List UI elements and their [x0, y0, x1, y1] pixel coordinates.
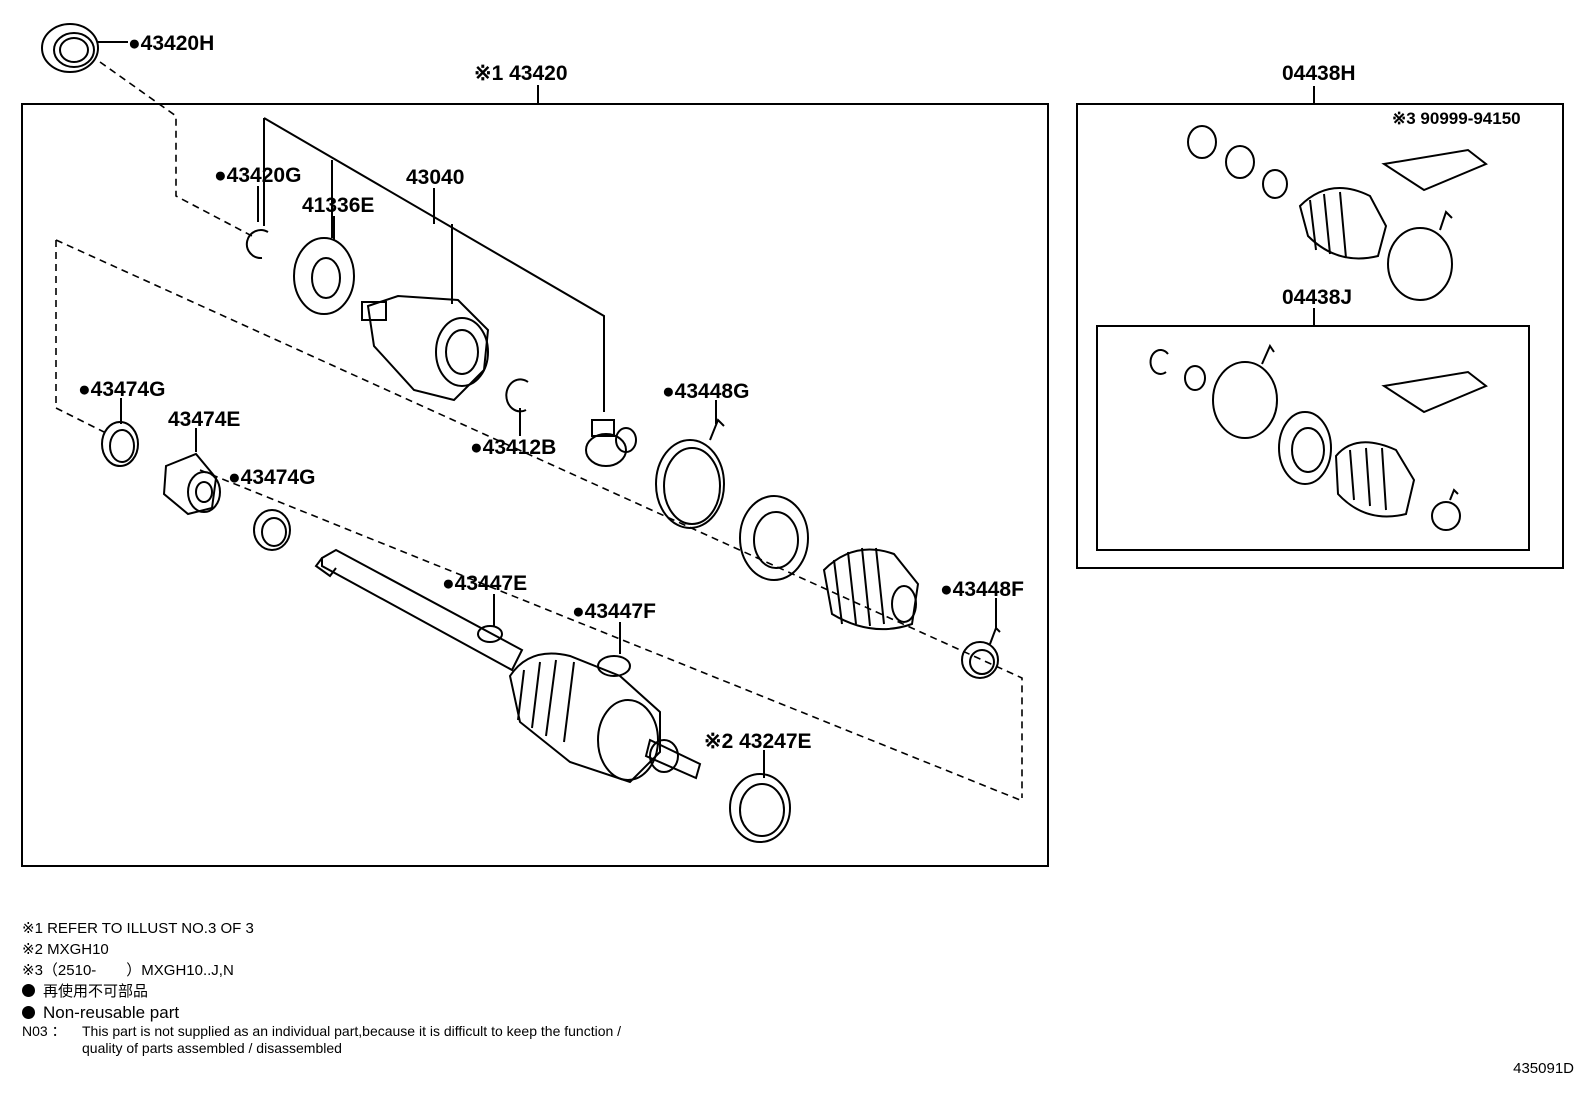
figure-id: 435091D	[1513, 1060, 1574, 1077]
kit-box-04438H	[1076, 103, 1564, 569]
outer-joint-boot-part	[477, 625, 702, 784]
tripod-joint-part	[585, 419, 637, 467]
kit-04438J-parts	[1149, 343, 1488, 531]
label-43447E: ●43447E	[442, 572, 527, 595]
seal-43420H-part	[41, 23, 99, 73]
note-non-reusable-en: Non-reusable part	[22, 1002, 621, 1023]
label-43247E: ※2 43247E	[704, 730, 812, 753]
clamp-43448F-part	[961, 626, 1001, 679]
label-43474E: 43474E	[168, 408, 240, 431]
snap-ring-43412B-part	[505, 378, 529, 413]
label-04438H: 04438H	[1282, 62, 1356, 85]
label-41336E: 41336E	[302, 194, 374, 217]
kit-box-04438J	[1096, 325, 1530, 551]
washer-41336E-part	[293, 237, 355, 315]
note-n03-line2: quality of parts assembled / disassemble…	[82, 1040, 342, 1056]
label-43420G: ●43420G	[214, 164, 301, 187]
assembly-box-43420	[21, 103, 1049, 867]
damper-ring-part	[739, 495, 809, 581]
label-43448F: ●43448F	[940, 578, 1024, 601]
note-n03-code: N03 ：	[22, 1023, 66, 1039]
ring-43474G-mid-part	[253, 509, 291, 551]
ring-43474G-top-part	[101, 421, 139, 467]
joint-housing-43040-part	[361, 294, 490, 402]
label-43447F: ●43447F	[572, 600, 656, 623]
bullet-dot-icon	[22, 984, 35, 997]
label-04438J: 04438J	[1282, 286, 1352, 309]
note-non-reusable-jp-text: 再使用不可部品	[43, 983, 149, 1000]
footnotes: ※1 REFER TO ILLUST NO.3 OF 3 ※2 MXGH10 ※…	[22, 918, 621, 1057]
inner-boot-part	[822, 547, 920, 631]
note-refer-illust: ※1 REFER TO ILLUST NO.3 OF 3	[22, 920, 254, 937]
label-43420: ※1 43420	[474, 62, 568, 85]
kit-04438H-parts	[1187, 125, 1488, 301]
bullet-dot-icon	[22, 1006, 35, 1019]
label-43412B: ●43412B	[470, 436, 556, 459]
note-date-range: ※3（2510- ）MXGH10..J,N	[22, 962, 234, 979]
label-43420H: ●43420H	[128, 32, 214, 55]
label-43448G: ●43448G	[662, 380, 749, 403]
note-model-code: ※2 MXGH10	[22, 941, 109, 958]
clamp-43448G-part	[655, 418, 725, 529]
note-non-reusable-en-text: Non-reusable part	[43, 1003, 180, 1022]
label-43474G-mid: ●43474G	[228, 466, 315, 489]
note-n03: N03 ： This part is not supplied as an ind…	[22, 1023, 621, 1057]
note-non-reusable-jp: 再使用不可部品	[22, 981, 621, 1002]
drive-shaft-part	[314, 548, 524, 672]
seal-43247E-part	[729, 773, 791, 843]
snap-ring-43420G-part	[245, 229, 269, 260]
label-90999-94150: ※3 90999-94150	[1392, 109, 1521, 128]
note-n03-line1: This part is not supplied as an individu…	[82, 1023, 622, 1039]
label-43040: 43040	[406, 166, 464, 189]
bearing-43474E-part	[162, 452, 221, 516]
label-43474G-top: ●43474G	[78, 378, 165, 401]
